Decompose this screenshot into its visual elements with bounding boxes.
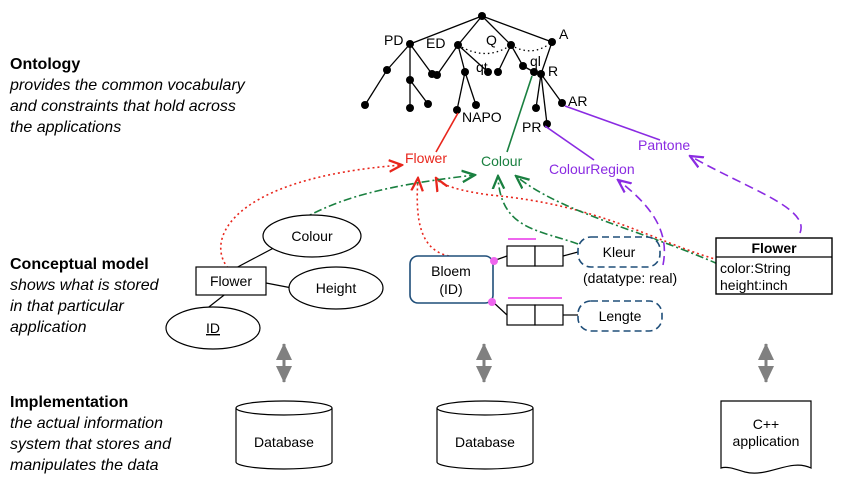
- arrow-class-color-to-ontology-colour: [516, 176, 719, 265]
- model3-class-name: Flower: [751, 240, 797, 256]
- model2-kleur-label: Kleur: [603, 244, 636, 260]
- application-label: application: [733, 433, 800, 449]
- label-napo: NAPO: [462, 109, 502, 125]
- model1-flower-entity: [195, 266, 267, 296]
- arrow-flower-to-ontology-flower: [220, 165, 402, 269]
- ontology-term-pantone: Pantone: [638, 137, 690, 153]
- implementation-title: Implementation: [10, 394, 129, 411]
- flower-tree-link: [435, 112, 459, 153]
- label-a: A: [559, 26, 569, 42]
- label-q: Q: [486, 32, 497, 48]
- implementation-desc-line-3: manipulates the data: [10, 457, 159, 474]
- label-qt: qt: [476, 59, 488, 75]
- model2-bloem-id-label: (ID): [439, 281, 462, 297]
- implementation-layer-label: Implementation the actual information sy…: [10, 392, 171, 476]
- label-ed: ED: [426, 35, 445, 51]
- ontology-desc-line-3: the applications: [10, 119, 122, 136]
- model2-bloem-entity: [409, 255, 494, 304]
- model3-attr-height: height:inch: [720, 277, 788, 293]
- conceptual-desc-line-1: shows what is stored: [10, 277, 159, 294]
- ontology-term-colourregion: ColourRegion: [549, 161, 635, 177]
- model2-datatype-label: (datatype: real): [583, 270, 677, 286]
- cpp-application-document: C++ application: [720, 400, 812, 474]
- colour-tree-link: [506, 75, 533, 153]
- model1-height-label: Height: [316, 280, 357, 296]
- layer-connectors: [275, 343, 775, 383]
- arrow-kleur-to-colourregion: [618, 180, 666, 266]
- conceptual-title: Conceptual model: [10, 256, 149, 273]
- model1-er: Flower Colour Height ID: [165, 214, 384, 350]
- model2-kleur-valuetype: [577, 236, 661, 268]
- label-ar: AR: [568, 93, 587, 109]
- conceptual-desc-line-3: application: [10, 319, 87, 336]
- ontology-desc-line-1: provides the common vocabulary: [10, 77, 245, 94]
- ontology-term-colour: Colour: [481, 153, 523, 169]
- model1-height-attribute: [288, 266, 384, 310]
- ontology-title: Ontology: [10, 56, 81, 73]
- ontology-tree-labels: PD ED Q A qt ql R AR PR NAPO: [384, 26, 587, 135]
- model2-lengte-label: Lengte: [599, 308, 642, 324]
- model1-id-attribute: [165, 306, 261, 350]
- database-1: Database: [235, 400, 333, 470]
- model1-id-label: ID: [206, 320, 220, 336]
- label-pd: PD: [384, 32, 403, 48]
- model3-uml-class: Flower color:String height:inch: [715, 237, 833, 295]
- arrow-class-flower-to-ontology-flower: [436, 178, 719, 261]
- ontology-term-flower: Flower: [405, 150, 447, 166]
- database-1-label: Database: [254, 434, 314, 450]
- conceptual-layer-label: Conceptual model shows what is stored in…: [10, 254, 159, 338]
- ontology-tree-nodes: [361, 12, 566, 128]
- model2-lengte-valuetype: [577, 300, 663, 332]
- database-2: Database: [436, 400, 534, 470]
- label-ql: ql: [530, 53, 541, 69]
- label-r: R: [548, 63, 558, 79]
- arrow-bloem-to-ontology-flower: [417, 178, 450, 257]
- model1-colour-attribute: [262, 214, 362, 258]
- cpp-label: C++: [753, 416, 779, 432]
- implementation-desc-line-2: system that stores and: [10, 436, 171, 453]
- ontology-desc-line-2: and constraints that hold across: [10, 98, 236, 115]
- arrow-class-to-pantone: [690, 156, 802, 234]
- model2-orm: Bloem (ID) Kleur (datatype: real) Lengte: [409, 236, 677, 332]
- pantone-tree-link: [564, 105, 661, 141]
- model1-colour-label: Colour: [291, 228, 333, 244]
- conceptual-desc-line-2: in that particular: [10, 298, 124, 315]
- model2-bloem-label: Bloem: [431, 263, 471, 279]
- model3-attr-color: color:String: [720, 260, 791, 276]
- model1-flower-label: Flower: [210, 273, 252, 289]
- colourregion-tree-link: [544, 125, 595, 161]
- label-pr: PR: [522, 119, 541, 135]
- ontology-layer-label: Ontology provides the common vocabulary …: [10, 54, 245, 138]
- arrow-colour-to-ontology-colour: [299, 175, 475, 221]
- implementation-desc-line-1: the actual information: [10, 415, 163, 432]
- database-2-label: Database: [455, 434, 515, 450]
- arrow-kleur-to-ontology-colour: [498, 176, 579, 245]
